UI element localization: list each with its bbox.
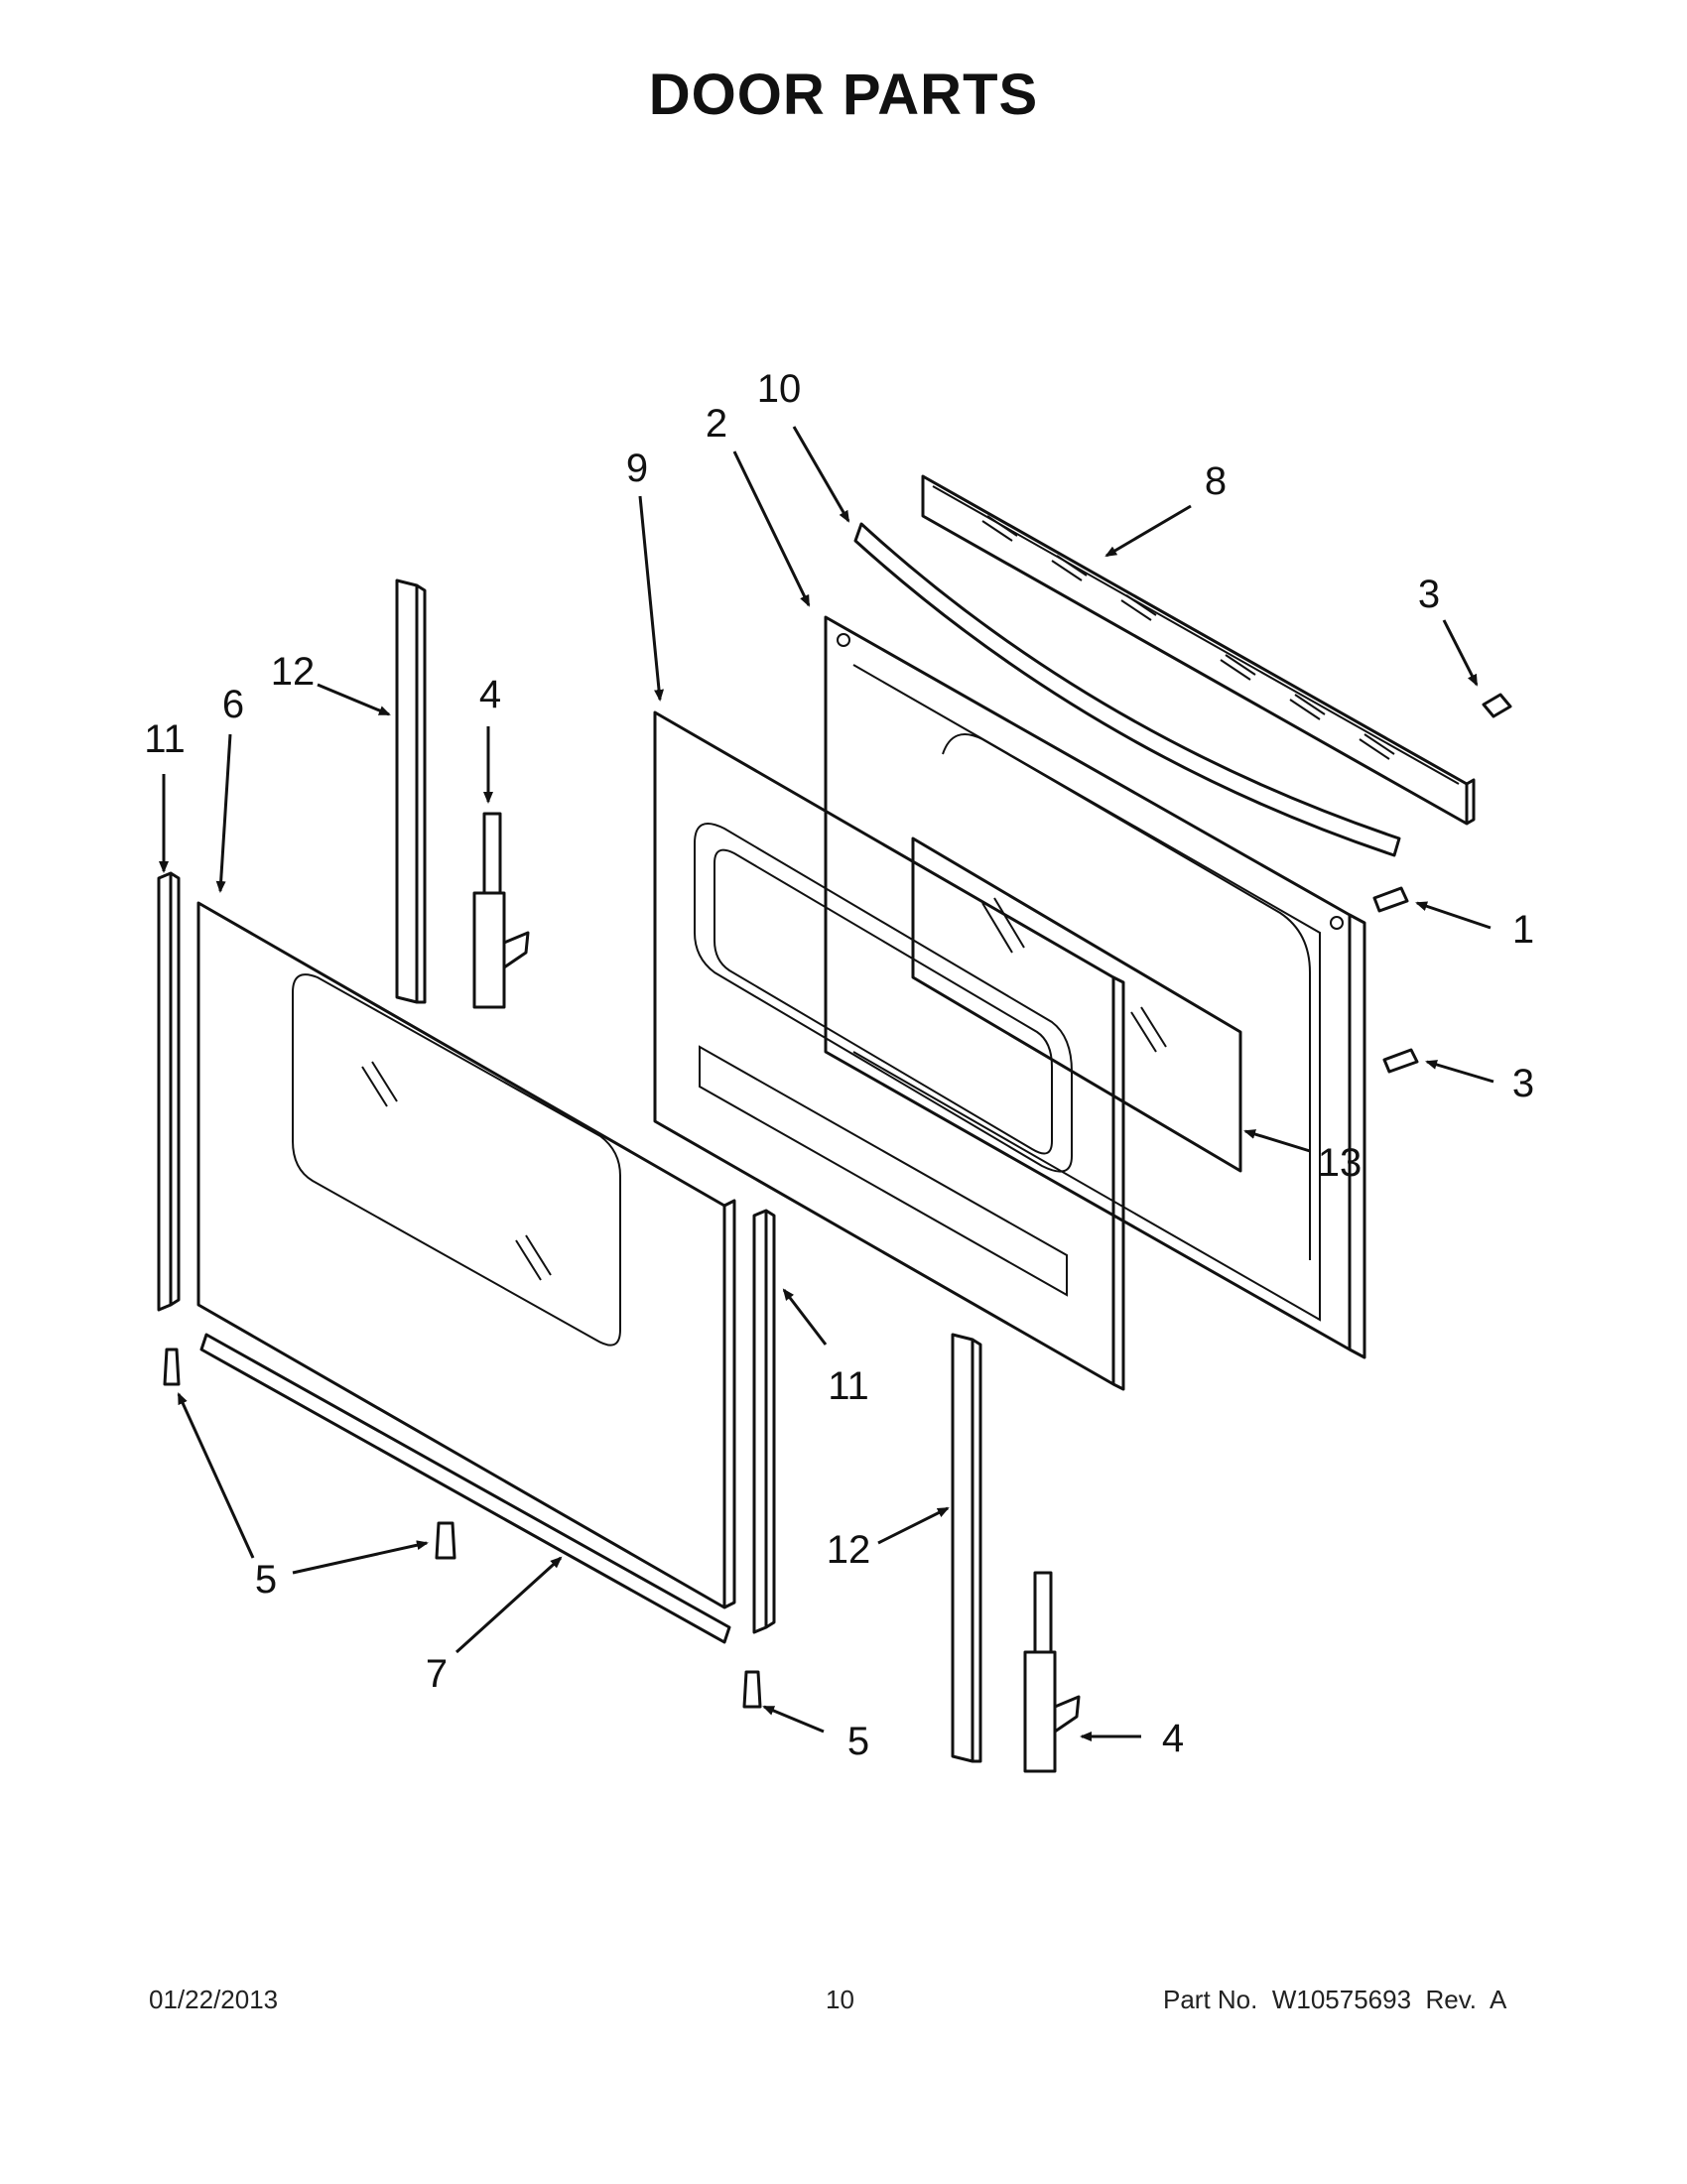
- part-4-hinge-lower: [1023, 1571, 1081, 1773]
- part-13-inner-glass: [911, 836, 1242, 1173]
- page-title: DOOR PARTS: [648, 63, 1039, 127]
- callout-8: 8: [1205, 459, 1227, 503]
- footer-date: 01/22/2013: [149, 1985, 279, 2014]
- callout-5-left: 5: [255, 1558, 277, 1602]
- screw-part-5-left: [163, 1348, 181, 1386]
- callout-6: 6: [222, 683, 244, 726]
- callout-2: 2: [706, 402, 727, 446]
- callout-10: 10: [757, 367, 802, 411]
- callout-5-right: 5: [847, 1720, 869, 1763]
- leader-lines: [159, 426, 1494, 1741]
- callout-4-upper: 4: [479, 673, 501, 716]
- part-9-inner-door-panel: [653, 710, 1125, 1391]
- part-7-bottom-trim: [199, 1333, 731, 1644]
- footer-part-number: Part No. W10575693 Rev. A: [1163, 1985, 1507, 2014]
- screw-part-1: [1372, 886, 1409, 913]
- part-11-side-trim-left: [157, 871, 181, 1312]
- part-12-hinge-receptacle-upper: [395, 578, 427, 1004]
- callout-3-top: 3: [1418, 573, 1440, 616]
- callout-12-upper: 12: [271, 650, 316, 694]
- callout-13: 13: [1318, 1141, 1363, 1185]
- callout-3-middle: 3: [1512, 1062, 1534, 1105]
- footer-page-number: 10: [826, 1985, 854, 2014]
- screw-part-5-middle: [435, 1521, 456, 1560]
- callout-11-left: 11: [144, 717, 186, 761]
- screw-part-5-right: [742, 1670, 762, 1709]
- callout-4-lower: 4: [1162, 1717, 1184, 1760]
- part-8-vent-trim: [921, 474, 1476, 826]
- callout-7: 7: [426, 1652, 448, 1696]
- screw-part-3-top: [1482, 693, 1512, 718]
- callout-12-lower: 12: [827, 1528, 871, 1572]
- part-4-hinge-upper: [472, 812, 530, 1009]
- part-6-outer-door-panel: [196, 901, 736, 1609]
- callout-11-right: 11: [828, 1364, 869, 1408]
- screw-part-3-middle: [1382, 1048, 1419, 1074]
- callout-1: 1: [1512, 908, 1534, 952]
- part-10-door-handle: [853, 522, 1401, 857]
- part-2-door-frame: [824, 615, 1366, 1359]
- part-12-hinge-receptacle-lower: [951, 1333, 982, 1763]
- callout-9: 9: [626, 447, 648, 490]
- part-11-side-trim-right: [752, 1209, 776, 1634]
